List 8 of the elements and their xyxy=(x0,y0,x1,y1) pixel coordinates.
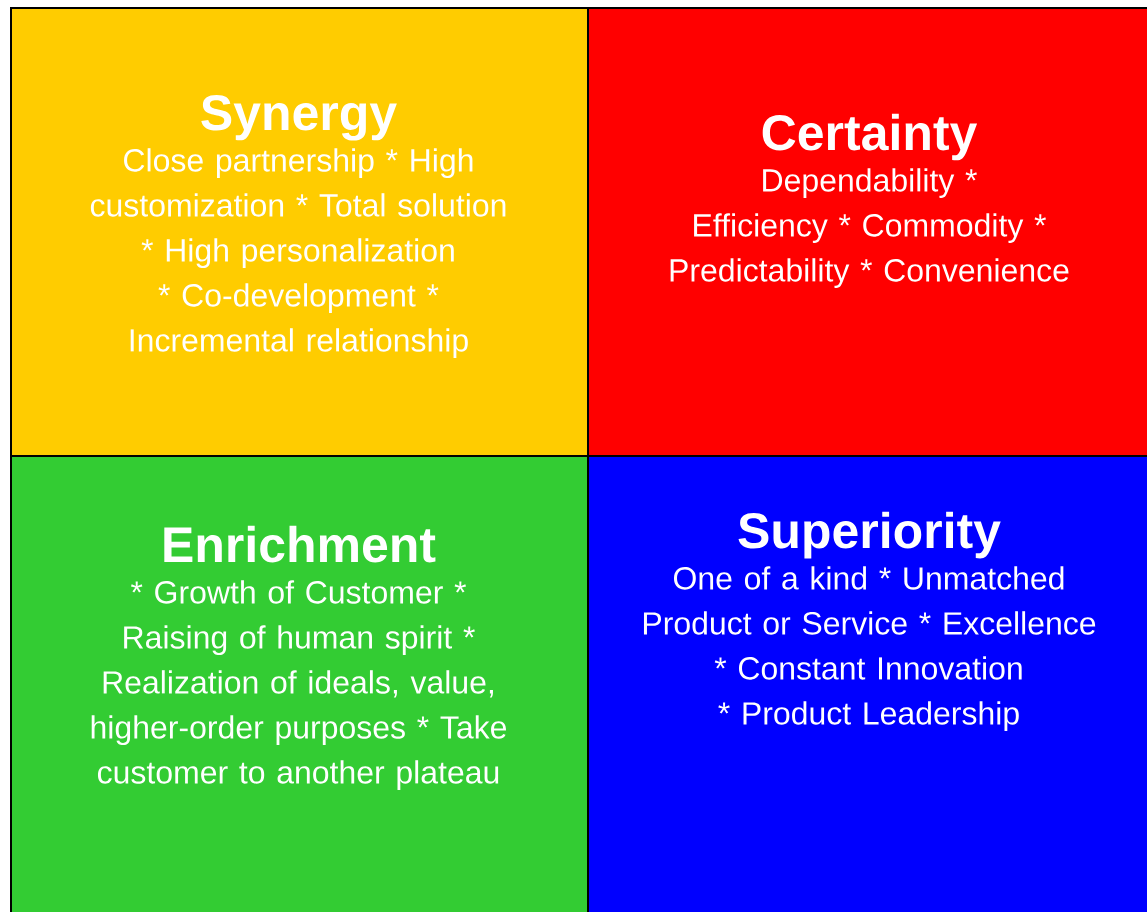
heading: Certainty xyxy=(762,113,978,161)
heading: Synergy xyxy=(201,95,397,141)
description-text: * Growth of Customer * Raising of human spirit * Realization of ideals, value, higher-order purposes * Take customer to another plateau xyxy=(91,580,507,790)
description-text: Close partnership * High customization * Total solution * High personalization * Co-development * Incremental relationship xyxy=(90,148,506,358)
description-text: Dependability * Efficiency * Commodity * Predictability * Convenience xyxy=(670,168,1069,288)
heading: Superiority xyxy=(738,511,1001,559)
heading: Enrichment xyxy=(164,525,436,563)
description-text: One of a kind * Unmatched Product or Service * Excellence * Constant Innovation * Product Leadership xyxy=(644,566,1096,731)
